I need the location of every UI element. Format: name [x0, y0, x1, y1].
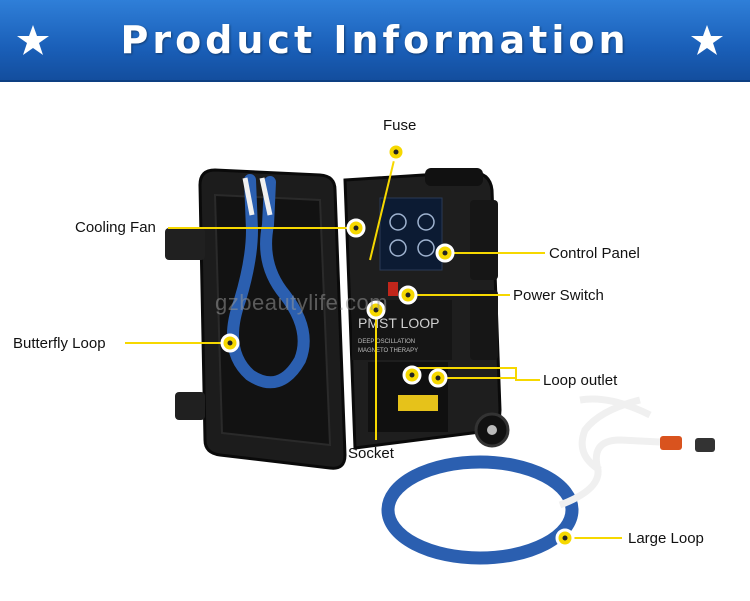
case-handle: [425, 168, 483, 186]
power-switch-icon: [388, 282, 398, 296]
star-icon: [17, 25, 49, 55]
label-loop-outlet: Loop outlet: [543, 372, 618, 389]
page-title: Product Information: [120, 18, 630, 62]
svg-text:MAGNETO THERAPY: MAGNETO THERAPY: [358, 348, 418, 354]
butterfly-loop: [226, 174, 310, 389]
control-panel: [379, 197, 443, 271]
loop-connector-icon: [660, 436, 682, 450]
label-large-loop: Large Loop: [628, 530, 704, 547]
lid-latch: [175, 392, 205, 420]
watermark: gzbeautylife.com: [215, 290, 389, 315]
label-control-panel: Control Panel: [549, 245, 640, 262]
large-loop: [381, 455, 579, 565]
lid-latch: [165, 228, 205, 260]
star-icon: [691, 25, 723, 55]
label-cooling-fan: Cooling Fan: [75, 219, 156, 236]
label-socket: Socket: [348, 445, 394, 462]
label-fuse: Fuse: [383, 117, 417, 134]
label-butterfly-loop: Butterfly Loop: [13, 335, 106, 352]
svg-text:DEEP OSCILLATION: DEEP OSCILLATION: [358, 339, 415, 345]
header-banner: [0, 0, 750, 82]
label-power-switch: Power Switch: [513, 287, 604, 304]
